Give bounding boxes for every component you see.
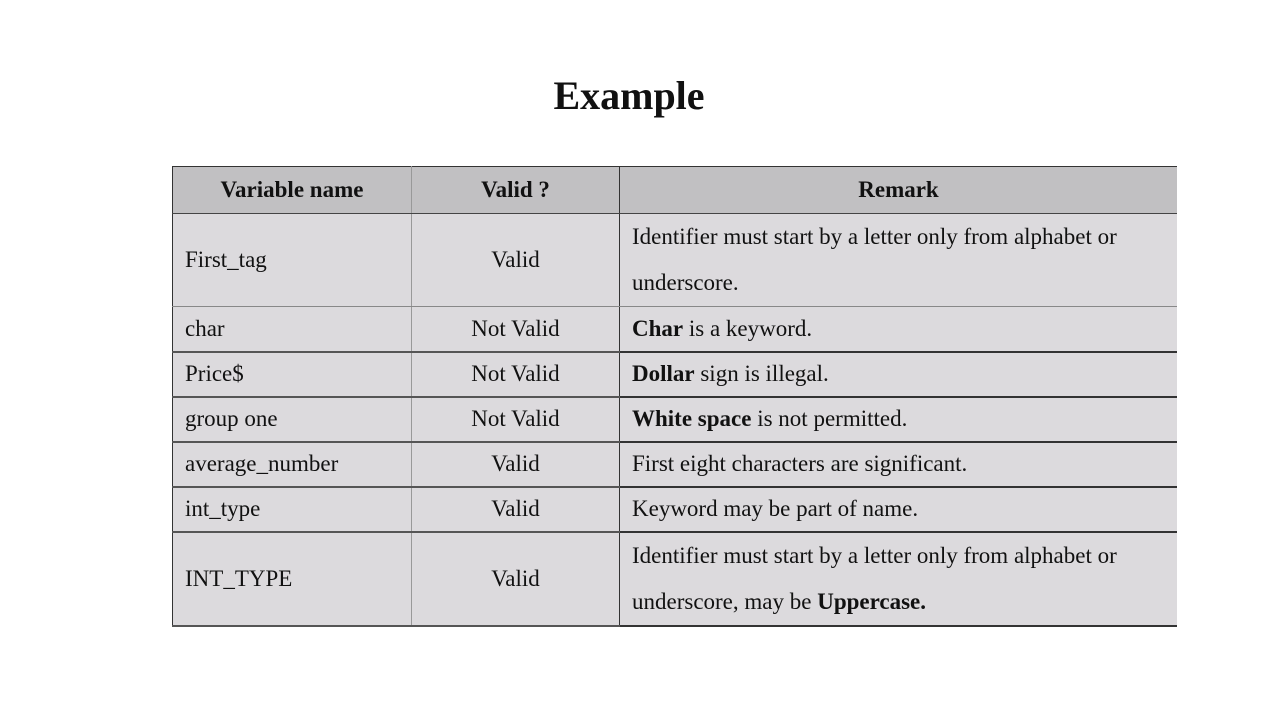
remark-text: Keyword may be part of name. [632, 496, 919, 521]
remark-text: sign is illegal. [694, 361, 829, 386]
valid-cell: Not Valid [411, 306, 620, 353]
table-row: INT_TYPE Valid Identifier must start by … [172, 531, 1177, 627]
variable-name-cell: int_type [172, 486, 412, 533]
remark-keyword: Char [632, 315, 684, 341]
variable-name-cell: group one [172, 396, 412, 443]
table-row: char Not Valid Char is a keyword. [172, 306, 1177, 353]
table-row: group one Not Valid White space is not p… [172, 396, 1177, 443]
valid-cell: Not Valid [411, 351, 620, 398]
valid-cell: Valid [411, 441, 620, 488]
remark-keyword: Dollar [632, 361, 695, 386]
header-variable-name: Variable name [172, 166, 412, 214]
remark-cell: Identifier must start by a letter only f… [619, 213, 1177, 307]
remark-text: First eight characters are significant. [632, 451, 968, 476]
valid-cell: Valid [411, 213, 620, 307]
table-row: Price$ Not Valid Dollar sign is illegal. [172, 351, 1177, 398]
variable-name-cell: Price$ [172, 351, 412, 398]
remark-text: Identifier must start by a letter only f… [632, 542, 1117, 614]
valid-cell: Valid [411, 486, 620, 533]
table-header-row: Variable name Valid ? Remark [172, 166, 1177, 214]
slide-title: Example [553, 73, 705, 118]
remark-cell: Dollar sign is illegal. [619, 351, 1177, 398]
header-valid: Valid ? [411, 166, 620, 214]
remark-text: Identifier must start by a letter only f… [632, 224, 1117, 295]
remark-keyword: Uppercase. [817, 588, 927, 614]
remark-cell: Char is a keyword. [619, 306, 1177, 353]
table-row: First_tag Valid Identifier must start by… [172, 213, 1177, 307]
remark-cell: Identifier must start by a letter only f… [619, 531, 1177, 627]
valid-cell: Valid [411, 531, 620, 627]
remark-text: is a keyword. [683, 315, 813, 341]
remark-text: is not permitted. [751, 406, 908, 431]
variable-name-cell: average_number [172, 441, 412, 488]
valid-cell: Not Valid [411, 396, 620, 443]
table-row: int_type Valid Keyword may be part of na… [172, 486, 1177, 533]
variable-name-cell: First_tag [172, 213, 412, 307]
remark-cell: First eight characters are significant. [619, 441, 1177, 488]
table-row: average_number Valid First eight charact… [172, 441, 1177, 488]
remark-cell: Keyword may be part of name. [619, 486, 1177, 533]
remark-keyword: White space [632, 406, 752, 431]
remark-cell: White space is not permitted. [619, 396, 1177, 443]
variable-name-cell: INT_TYPE [172, 531, 412, 627]
identifier-examples-table: Variable name Valid ? Remark First_tag V… [172, 166, 1177, 627]
variable-name-cell: char [172, 306, 412, 353]
header-remark: Remark [619, 166, 1177, 214]
